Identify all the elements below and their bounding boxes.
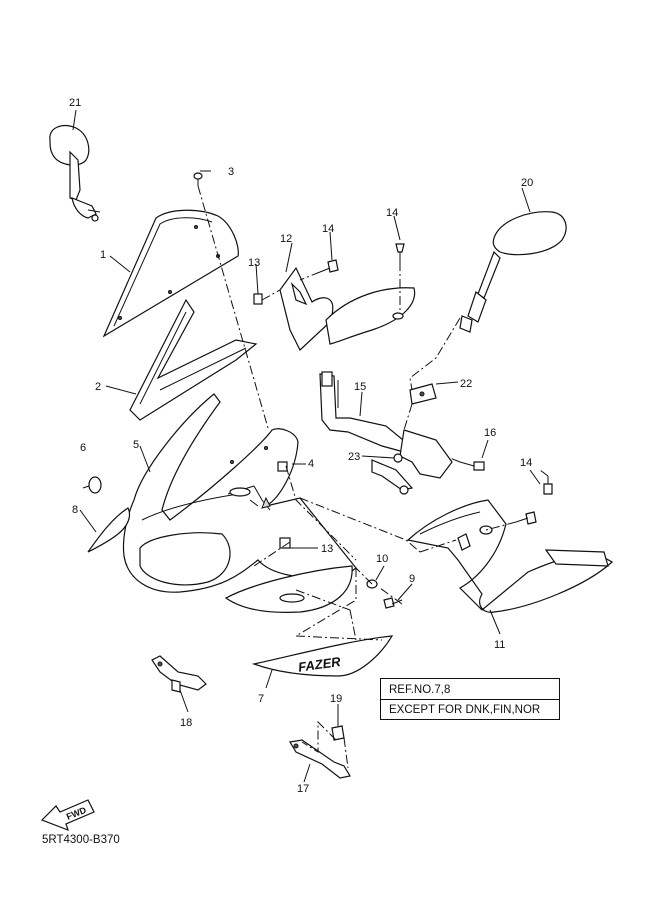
callout-6: 6: [80, 442, 86, 454]
lower-fairing: [224, 565, 353, 613]
side-piece: [87, 507, 131, 553]
callout-8: 8: [72, 504, 78, 516]
leader-lines: [72, 109, 541, 783]
callout-20: 20: [521, 177, 533, 189]
callout-10: 10: [376, 553, 388, 565]
fazer-logo-text: FAZER: [297, 654, 342, 675]
inner-panel: [129, 298, 258, 421]
lower-stay-left: [151, 655, 207, 693]
callout-9: 9: [409, 573, 415, 585]
callout-1: 1: [100, 249, 106, 261]
mirror-right: [459, 211, 567, 333]
fwd-arrow-icon: FWD: [40, 799, 95, 832]
callout-15: 15: [354, 381, 366, 393]
callout-13-low: 13: [321, 543, 333, 555]
callout-14-low: 14: [520, 457, 532, 469]
reference-note-line1: REF.NO.7,8: [389, 684, 451, 696]
callout-22: 22: [460, 378, 472, 390]
callout-5: 5: [133, 439, 139, 451]
diagram-code: 5RT4300-B370: [42, 834, 120, 846]
reference-note-divider: [381, 699, 559, 700]
windscreen: [102, 209, 239, 338]
cowling-stay: [319, 371, 409, 453]
callout-14-top: 14: [386, 207, 398, 219]
reference-note: REF.NO.7,8 EXCEPT FOR DNK,FIN,NOR: [380, 678, 560, 720]
callout-14-mid: 14: [322, 223, 334, 235]
reference-note-line2: EXCEPT FOR DNK,FIN,NOR: [389, 704, 541, 716]
callout-16: 16: [484, 427, 496, 439]
lower-stay-center: [289, 739, 351, 779]
inner-duct: [279, 266, 416, 351]
mount-bracket: [371, 429, 453, 495]
grommet: [88, 476, 102, 494]
callout-numbers: 21 3 20 14 12 14 1 13 2 15 22 16 6 5 23 …: [69, 97, 533, 795]
bracket-plate: [409, 383, 437, 405]
under-cowling: [406, 499, 613, 613]
callout-4: 4: [308, 458, 314, 470]
mirror-left: [49, 125, 101, 222]
callout-7: 7: [258, 693, 264, 705]
callout-21: 21: [69, 97, 81, 109]
callout-23: 23: [348, 451, 360, 463]
callout-19: 19: [330, 693, 342, 705]
callout-2: 2: [95, 381, 101, 393]
callout-13-top: 13: [248, 257, 260, 269]
front-cowling: [122, 393, 357, 593]
assembly-lines: [197, 185, 549, 769]
callout-3: 3: [228, 166, 234, 178]
fazer-decal: FAZER: [251, 635, 394, 677]
callout-17: 17: [297, 783, 309, 795]
callout-12: 12: [280, 233, 292, 245]
callout-18: 18: [180, 717, 192, 729]
callout-11: 11: [494, 639, 505, 651]
